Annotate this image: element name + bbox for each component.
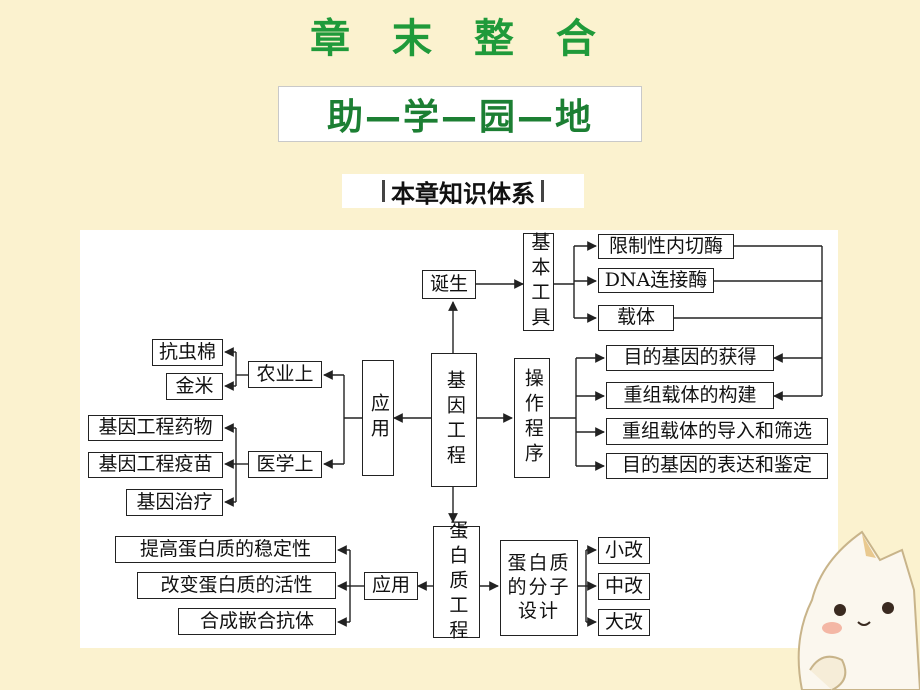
node-basic-tools: 基本工具 — [523, 232, 554, 332]
node-minor-change: 小改 — [598, 537, 650, 564]
node-step-4: 目的基因的表达和鉴定 — [606, 453, 828, 479]
node-protein-engineering: 蛋白质工程 — [433, 520, 480, 645]
section-subheading: 本章知识体系 — [342, 174, 584, 208]
node-gene-therapy: 基因治疗 — [126, 489, 223, 516]
node-medium-change: 中改 — [598, 573, 650, 600]
node-step-3: 重组载体的导入和筛选 — [606, 418, 828, 445]
subheading-text: 本章知识体系 — [391, 179, 535, 208]
node-operation-procedure: 操作程序 — [514, 358, 550, 478]
connector-lines — [224, 241, 823, 627]
node-genetic-engineering: 基因工程 — [431, 353, 477, 487]
node-change-activity: 改变蛋白质的活性 — [137, 572, 336, 599]
node-medicine: 医学上 — [248, 451, 322, 478]
node-birth: 诞生 — [422, 270, 476, 299]
node-protein-application: 应用 — [364, 572, 418, 600]
node-agriculture: 农业上 — [248, 361, 322, 388]
left-bar-decoration — [382, 180, 385, 202]
node-ge-drugs: 基因工程药物 — [88, 415, 223, 441]
node-vector: 载体 — [598, 305, 674, 331]
node-molecular-design: 蛋白质的分子设计 — [500, 540, 578, 636]
section-banner: 助—学—园—地 — [278, 86, 642, 142]
right-bar-decoration — [541, 180, 544, 202]
node-step-2: 重组载体的构建 — [606, 382, 774, 409]
cat-mascot-illustration — [797, 530, 920, 690]
node-dna-ligase: DNA连接酶 — [598, 268, 714, 293]
node-ge-vaccines: 基因工程疫苗 — [88, 452, 223, 478]
node-bt-cotton: 抗虫棉 — [152, 339, 223, 366]
page-title: 章 末 整 合 — [310, 16, 610, 62]
node-application: 应用 — [362, 360, 394, 476]
node-major-change: 大改 — [598, 609, 650, 636]
node-step-1: 目的基因的获得 — [606, 345, 774, 371]
node-improve-stability: 提高蛋白质的稳定性 — [115, 536, 336, 563]
node-golden-rice: 金米 — [166, 373, 223, 400]
node-chimeric-antibody: 合成嵌合抗体 — [178, 608, 336, 635]
concept-map-panel: 基因工程 诞生 基本工具 限制性内切酶 DNA连接酶 载体 操作程序 目的基因的… — [80, 230, 838, 648]
node-restriction-enzyme: 限制性内切酶 — [598, 234, 734, 259]
